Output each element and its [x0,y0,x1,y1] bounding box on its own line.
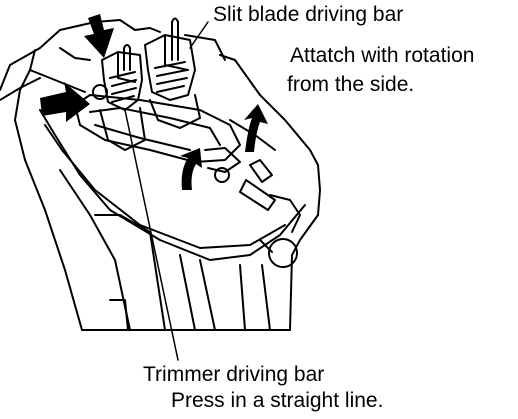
shaver-body [0,19,321,331]
slit-leader-line [189,21,209,49]
trimmer-title: Trimmer driving bar [143,363,325,386]
trimmer-driving-bar [99,44,146,151]
slit-blade-instruction-line2: from the side. [287,73,415,96]
head-cradle [74,84,241,183]
trimmer-leader-line [124,109,179,361]
push-arrow-icon [40,82,90,122]
push-arrow-icon [84,14,114,58]
slit-blade-title: Slit blade driving bar [213,3,404,26]
rotation-arrow-icon [244,104,268,152]
trimmer-instruction: Press in a straight line. [171,389,384,412]
slit-blade-instruction-line1: Attatch with rotation [290,44,475,67]
slit-blade-driving-bar [144,17,201,129]
rotation-arrow-icon [180,148,202,190]
